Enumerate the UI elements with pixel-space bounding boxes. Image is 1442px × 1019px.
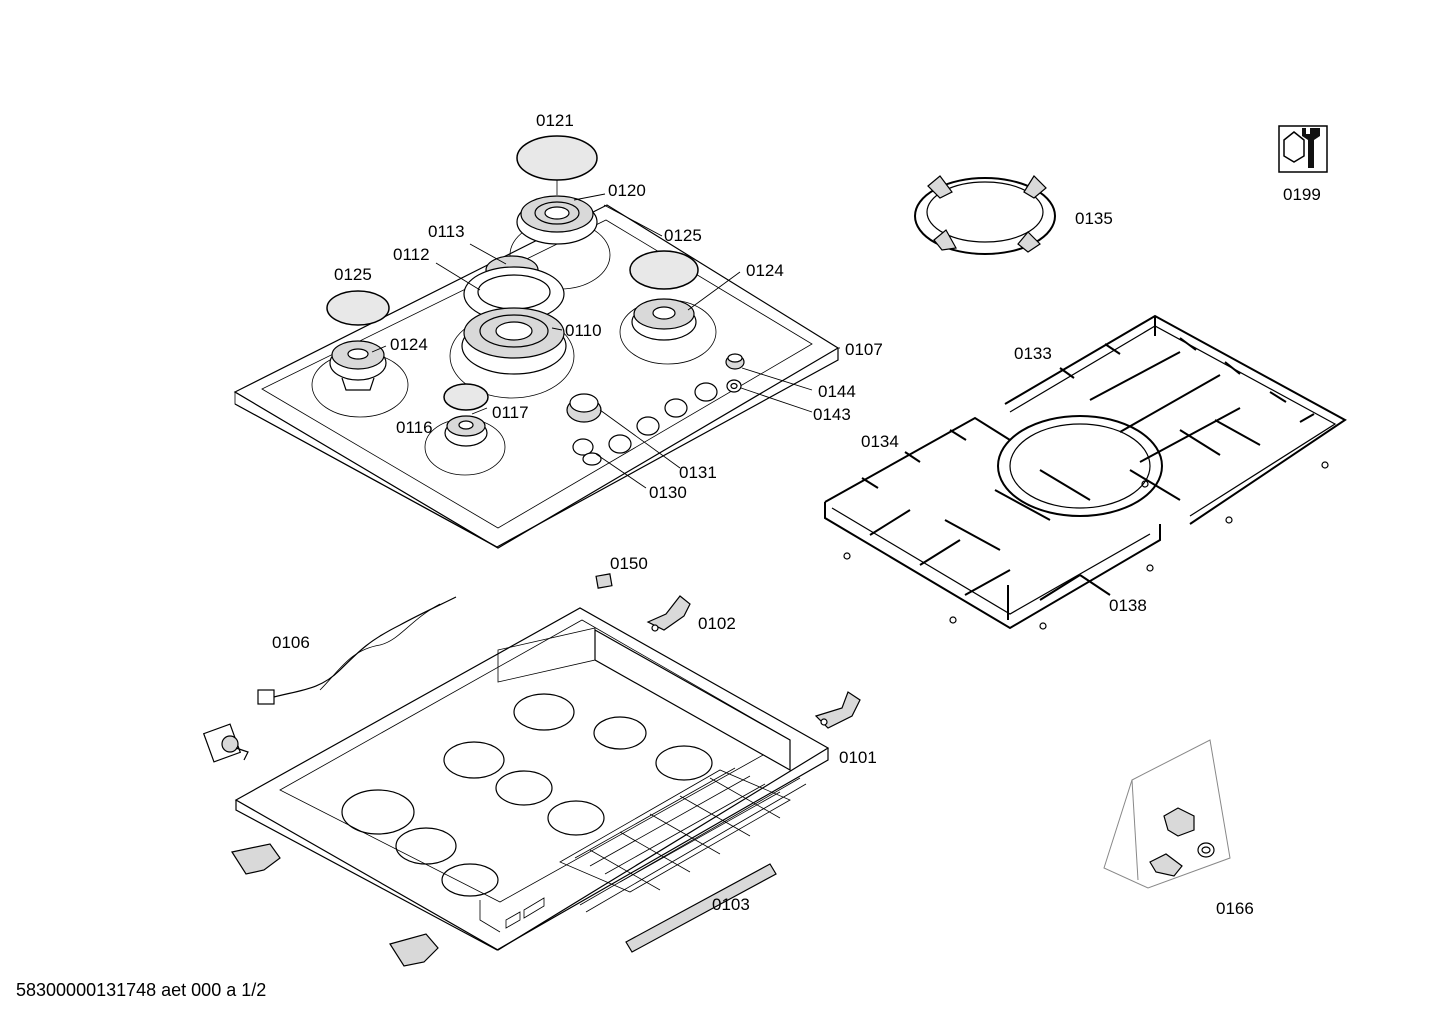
- burner-0116: [444, 415, 488, 447]
- hob-top-panel: [233, 204, 840, 549]
- callout-0125-left: 0125: [334, 265, 372, 284]
- pan-support-left-0134: [824, 416, 1161, 630]
- burner-0120: [516, 180, 598, 245]
- callout-0102: 0102: [698, 614, 736, 633]
- burner-0124-left: [329, 340, 387, 391]
- callout-labels: 0121 0120 0113 0112 0125 0125 0124 0124 …: [272, 111, 1321, 918]
- wok-ring-0135: [914, 175, 1056, 255]
- callout-0106: 0106: [272, 633, 310, 652]
- callout-0113: 0113: [428, 222, 465, 241]
- callout-0135: 0135: [1075, 209, 1113, 228]
- callout-0130: 0130: [649, 483, 687, 502]
- callout-0103: 0103: [712, 895, 750, 914]
- base-tray: [234, 607, 830, 951]
- callout-0112: 0112: [393, 245, 430, 264]
- knob-seal-0130: [572, 438, 602, 466]
- callout-0134: 0134: [861, 432, 899, 451]
- callout-0110: 0110: [565, 321, 602, 340]
- wrench-nut-icon: [1278, 125, 1328, 173]
- clamp-0101: [814, 691, 861, 729]
- leader-lines: [371, 193, 840, 489]
- seal-strip-0103: [625, 863, 777, 953]
- drawing-reference-footer: 58300000131748 aet 000 a 1/2: [16, 980, 267, 1000]
- callout-0125-right: 0125: [664, 226, 702, 245]
- callout-0138: 0138: [1109, 596, 1147, 615]
- part-0150: [595, 573, 613, 589]
- callout-0166: 0166: [1216, 899, 1254, 918]
- burner-0110: [461, 307, 567, 375]
- callout-0120: 0120: [608, 181, 646, 200]
- control-knob-0131: [566, 393, 602, 423]
- callout-0131: 0131: [679, 463, 717, 482]
- burner-ring-0112: [463, 266, 565, 322]
- part-0143: [726, 379, 742, 393]
- callout-0124-left: 0124: [390, 335, 428, 354]
- burner-0124-right: [631, 298, 697, 341]
- clamp-0102: [646, 595, 691, 632]
- ignition-unit: [202, 723, 249, 763]
- callout-0199: 0199: [1283, 185, 1321, 204]
- callout-0101: 0101: [839, 748, 877, 767]
- callout-0143: 0143: [813, 405, 851, 424]
- pan-support-right-0133: [1004, 314, 1347, 525]
- callout-0150: 0150: [610, 554, 648, 573]
- burner-cap-0117: [443, 383, 489, 411]
- clamp-left-2: [389, 933, 439, 967]
- power-cable-0106: [257, 596, 457, 705]
- accessory-bag-0166: [1103, 739, 1231, 889]
- callout-0116: 0116: [396, 418, 433, 437]
- callout-0124-right: 0124: [746, 261, 784, 280]
- clamp-left-1: [231, 843, 281, 875]
- callout-0117: 0117: [492, 403, 529, 422]
- callout-0107: 0107: [845, 340, 883, 359]
- part-0144: [725, 353, 745, 370]
- callout-0144: 0144: [818, 382, 856, 401]
- burner-cap-0121: [516, 135, 598, 181]
- pan-support-wok-ring: [997, 415, 1163, 517]
- burner-cap-0125-right: [629, 250, 699, 290]
- burner-cap-0125-left: [326, 290, 390, 326]
- callout-0121: 0121: [536, 111, 574, 130]
- callout-0133: 0133: [1014, 344, 1052, 363]
